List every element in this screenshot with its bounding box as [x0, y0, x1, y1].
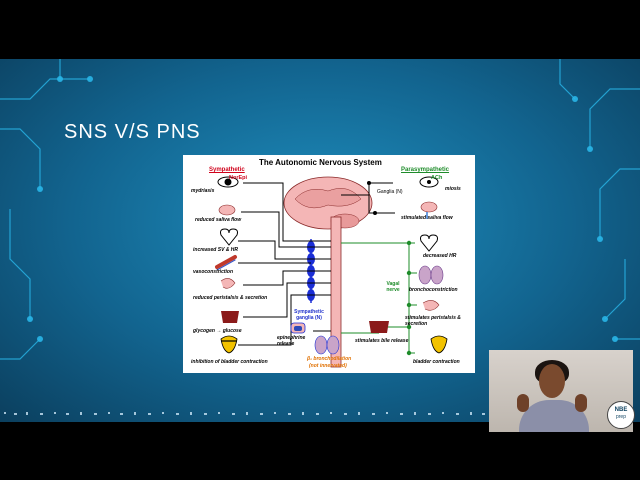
eye-icon-left [217, 176, 239, 188]
lungs-icon-center [314, 335, 340, 355]
salivary-gland-icon-left [218, 204, 236, 216]
heart-icon-right [420, 234, 438, 252]
parasympathetic-transmitter: ACh [431, 175, 443, 181]
para-effect-bladder: bladder contraction [413, 359, 460, 365]
bronchodilation-note: (not innervated) [309, 363, 347, 369]
sympathetic-ganglia-label: Sympathetic ganglia (N) [294, 309, 324, 321]
para-effect-lungs: bronchoconstriction [409, 287, 458, 293]
symp-effect-vessels: vasoconstriction [193, 269, 234, 275]
para-effect-bile: stimulates bile release [355, 338, 409, 344]
logo-text: NBE [614, 407, 628, 413]
nbe-prep-logo: NBE prep [607, 401, 635, 429]
ans-diagram: The Autonomic Nervous System Sympathetic… [183, 155, 475, 373]
para-effect-miosis: miosis [445, 186, 461, 192]
logo-subtext: prep [615, 414, 626, 420]
epinephrine-label: epinephrine release [277, 335, 306, 347]
presenter-hand-left [517, 394, 529, 412]
symp-effect-heart: increased SV & HR [193, 247, 239, 253]
liver-icon-right [369, 321, 389, 333]
ans-diagram-art [215, 176, 448, 368]
symp-effect-saliva: reduced saliva flow [195, 217, 242, 223]
para-effect-gut: stimulates peristalsis & secretion [405, 315, 461, 327]
spinal-cord [330, 216, 342, 368]
bladder-icon-right [430, 335, 448, 354]
eye-icon-right [419, 176, 439, 188]
slide-title: SNS V/S PNS [64, 121, 201, 143]
vagal-nerve-label: Vagal nerve [386, 281, 400, 293]
bottom-dot-strip [4, 412, 485, 415]
vessel-icon [215, 255, 237, 269]
presenter-hand-right [575, 394, 587, 412]
intestine-icon-left [220, 278, 236, 289]
circuit-decoration [0, 59, 640, 360]
parasympathetic-label: Parasympathetic [401, 167, 450, 173]
symp-effect-bladder: inhibition of bladder contraction [191, 359, 268, 365]
webcam-overlay [489, 350, 633, 432]
bronchodilation-label: β₂ bronchodilation [307, 356, 352, 362]
bladder-icon-left [220, 335, 238, 354]
ganglia-label: Ganglia (N) [377, 189, 403, 195]
lungs-icon-right [418, 265, 444, 285]
sympathetic-label: Sympathetic [209, 167, 245, 173]
salivary-gland-icon-right [420, 201, 438, 213]
para-effect-heart: decreased HR [423, 253, 457, 259]
symp-effect-liver: glycogen → glucose [193, 328, 242, 334]
sympathetic-transmitter: NorEpi [229, 175, 248, 181]
intestine-icon-right [422, 300, 440, 311]
para-effect-saliva: stimulated saliva flow [401, 215, 453, 221]
diagram-title: The Autonomic Nervous System [259, 158, 382, 167]
symp-effect-gut: reduced peristalsis & secretion [193, 295, 268, 301]
symp-effect-mydriasis: mydriasis [191, 188, 215, 194]
presenter-face [539, 364, 565, 398]
liver-icon-left [221, 311, 239, 323]
heart-icon-left [220, 228, 238, 246]
